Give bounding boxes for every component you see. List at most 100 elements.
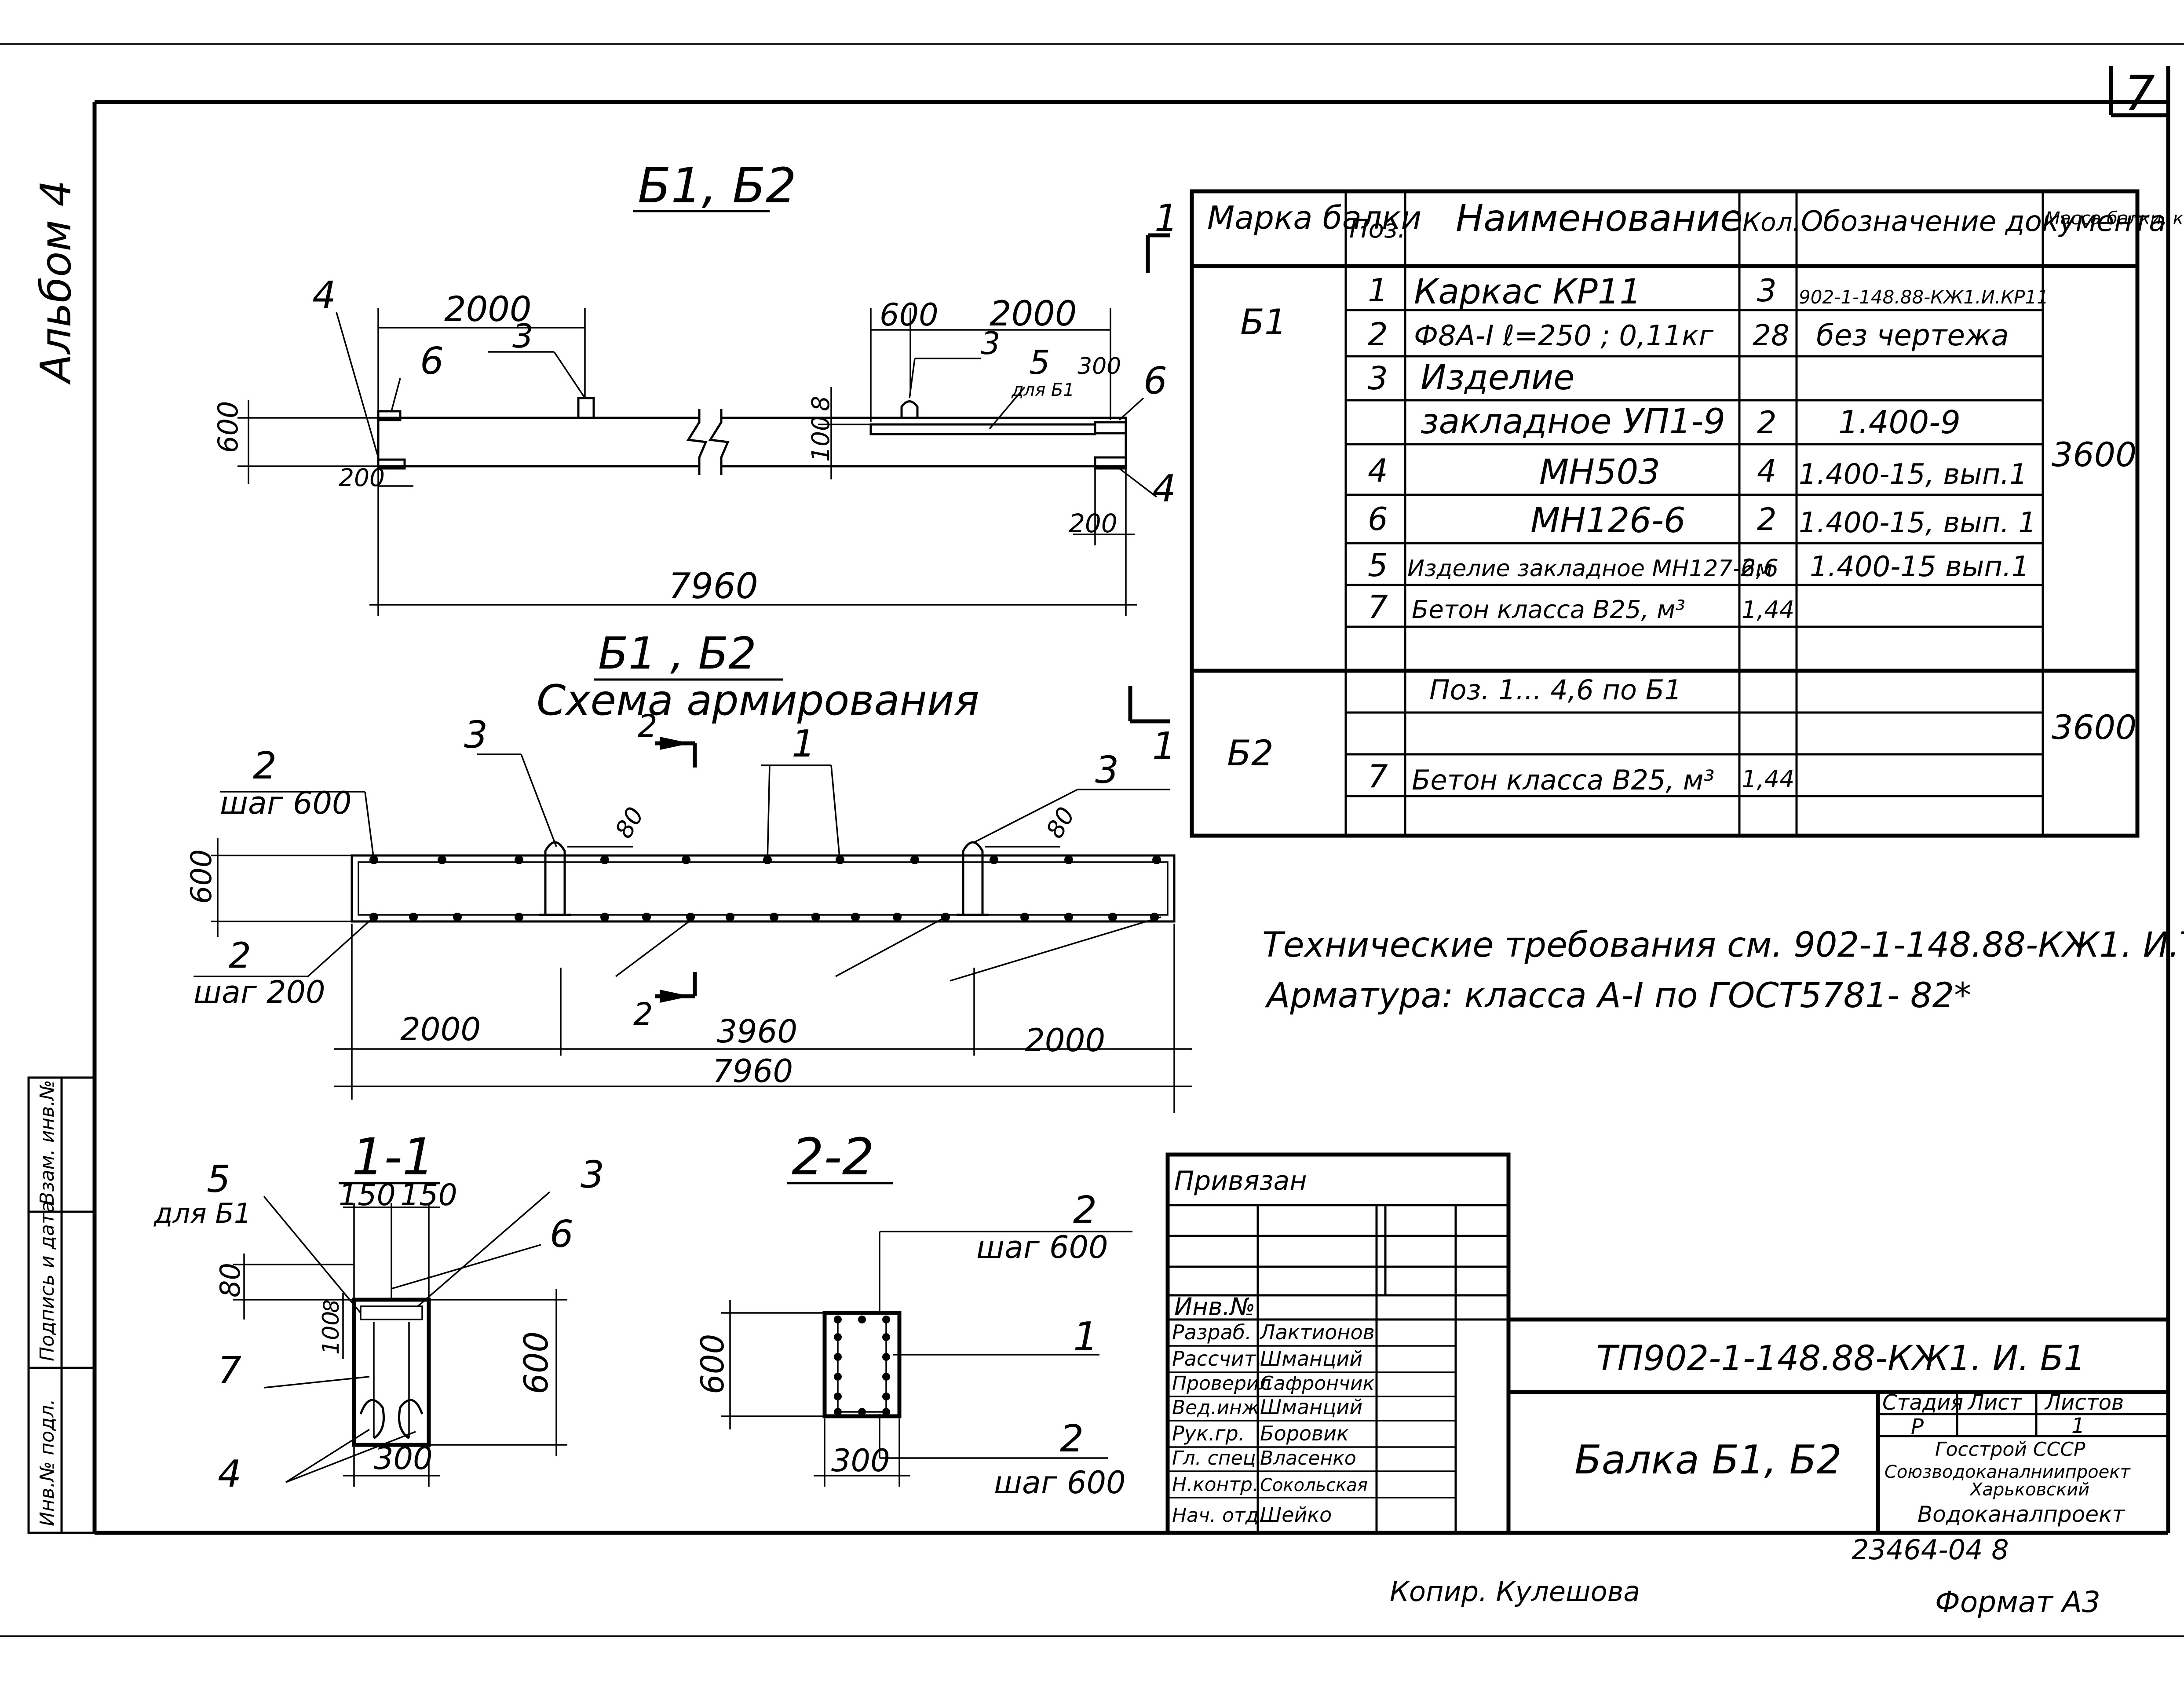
s22-dim-600: 600: [694, 1334, 731, 1394]
elev-callout-4b: 4: [1152, 467, 1176, 511]
elev-callout-3b: 3: [981, 325, 1001, 362]
tb-name-4: Шманций: [1260, 1395, 1362, 1419]
spec-row10-qty: 1,44: [1742, 765, 1794, 793]
spec-row2-doc: без чертежа: [1816, 318, 2009, 352]
s11-label-5-note: для Б1: [153, 1197, 251, 1229]
tb-role-3: Проверил: [1172, 1372, 1271, 1395]
reinforcement-view: Б1 , Б2 Схема армирования: [194, 628, 1192, 1113]
s22-label-2-top-step: шаг 600: [976, 1229, 1108, 1265]
tb-role-7: Н.контр.: [1172, 1473, 1259, 1496]
reinf-label-3-right: 3: [1095, 749, 1119, 792]
tb-org-3: Харьковский: [1969, 1480, 2089, 1500]
reinf-label-2-top: 2: [253, 744, 277, 788]
elevation-view: Б1, Б2: [237, 157, 1170, 616]
spec-row8-pos: 7: [1368, 588, 1388, 625]
s22-label-1: 1: [1073, 1314, 1098, 1360]
side-stamp: [27, 1076, 96, 1534]
tb-role-2: Рассчит.: [1172, 1347, 1262, 1371]
s11-label-5: 5: [207, 1158, 230, 1201]
spec-row7-doc: 1.400-15 вып.1: [1810, 551, 2029, 583]
spec-row7-name: Изделие закладное МН127-6м: [1407, 556, 1773, 582]
tb-drawing-name: Балка Б1, Б2: [1574, 1437, 1842, 1483]
tb-name-1: Лактионов: [1259, 1320, 1375, 1344]
spec-mass-b1: 3600: [2052, 435, 2137, 474]
reinf-dim-80-a: 80: [610, 802, 649, 843]
spec-row9-name: Поз. 1... 4,6 по Б1: [1429, 674, 1682, 706]
spec-mark-b1: Б1: [1240, 302, 1287, 343]
elev-callout-3a: 3: [512, 317, 533, 355]
spec-table-grid: [1190, 189, 2140, 838]
s11-label-4: 4: [218, 1452, 241, 1496]
spec-row7-pos: 5: [1368, 547, 1388, 584]
tb-role-5: Рук.гр.: [1172, 1422, 1245, 1445]
elev-dim-end: 200: [339, 464, 385, 492]
tb-role-1: Разраб.: [1172, 1320, 1252, 1344]
s22-label-2-bottom: 2: [1060, 1417, 1084, 1461]
reinf-title-2: Схема армирования: [537, 676, 979, 725]
spec-row5-name: МН503: [1539, 453, 1660, 492]
s22-label-2-bottom-step: шаг 600: [994, 1465, 1126, 1501]
spec-row10-pos: 7: [1368, 758, 1388, 795]
elev-callout-6b: 6: [1143, 359, 1167, 403]
spec-row1-qty: 3: [1757, 273, 1777, 309]
spec-row5-doc: 1.400-15, вып.1: [1799, 458, 2027, 491]
spec-row4-name: закладное УП1-9: [1421, 402, 1725, 442]
s11-dim-100: 100: [318, 1311, 344, 1355]
tb-org-1: Госстрой СССР: [1935, 1438, 2085, 1461]
reinf-dim-left: 2000: [400, 1011, 481, 1048]
spec-row2-pos: 2: [1368, 316, 1388, 353]
spec-row6-qty: 2: [1757, 501, 1777, 537]
spec-header-name: Наименование: [1456, 197, 1743, 240]
reinf-label-1: 1: [792, 722, 815, 766]
tb-org-2: Союзводоканалниипроект: [1885, 1462, 2131, 1482]
reinf-label-2-bottom: 2: [229, 935, 251, 976]
elev-dim-8: 8: [807, 396, 835, 411]
spec-row8-qty: 1,44: [1742, 596, 1794, 624]
s11-dim-150b: 150: [400, 1178, 457, 1213]
s11-label-6: 6: [550, 1213, 573, 1256]
s11-dim-8: 8: [319, 1299, 344, 1313]
s11-dim-80: 80: [214, 1263, 246, 1298]
section-11-title: 1-1: [352, 1128, 435, 1187]
elev-dim-100: 100: [807, 416, 835, 462]
spec-row7-qty: 2,6: [1741, 554, 1779, 582]
elev-callout-4a: 4: [312, 274, 336, 317]
note-tech-requirements: Технические требования см. 902-1-148.88-…: [1262, 925, 2184, 965]
elev-section-mark: 1: [1154, 197, 1178, 240]
side-stamp-replace: Взам. инв.№: [36, 1080, 58, 1205]
tb-name-7: Сокольская: [1260, 1475, 1368, 1495]
reinf-label-2-top-step: шаг 600: [220, 785, 352, 821]
s11-label-7: 7: [218, 1349, 241, 1393]
reinf-dim-80-b: 80: [1041, 802, 1080, 843]
reinf-label-2-bottom-step: шаг 200: [194, 974, 325, 1010]
spec-row5-pos: 4: [1368, 452, 1388, 489]
spec-row6-name: МН126-6: [1530, 501, 1686, 541]
tb-role-4: Вед.инж.: [1172, 1396, 1266, 1419]
spec-row8-name: Бетон класса В25, м³: [1412, 596, 1685, 624]
spec-mark-b2: Б2: [1227, 733, 1274, 774]
tb-sheet: 1: [2071, 1414, 2085, 1438]
spec-row4-qty: 2: [1757, 405, 1777, 441]
spec-row4-doc: 1.400-9: [1838, 404, 1961, 441]
reinf-dim-height: 600: [185, 849, 218, 904]
reinf-title-1: Б1 , Б2: [598, 628, 756, 679]
title-bound: Привязан: [1174, 1166, 1307, 1196]
spec-row3-name: Изделие: [1421, 358, 1574, 398]
side-stamp-inv: Инв.№ подл.: [36, 1399, 58, 1526]
side-stamp-sign: Подпись и дата: [36, 1201, 58, 1361]
elev-callout-5: 5: [1029, 343, 1050, 382]
elev-dim-300: 300: [1077, 353, 1121, 380]
spec-header-pos: Поз.: [1349, 214, 1406, 244]
elev-dim-right-gap: 600: [880, 297, 939, 333]
tb-name-6: Власенко: [1260, 1447, 1356, 1469]
reinf-dim-right: 2000: [1025, 1022, 1105, 1059]
spec-header-mass: Масса балки, кг: [2045, 208, 2184, 229]
tb-name-2: Шманций: [1260, 1347, 1362, 1371]
spec-header-doc: Обозначение документа: [1801, 205, 2166, 238]
spec-row5-qty: 4: [1757, 453, 1777, 489]
section-1-1: 1-1: [233, 1128, 567, 1487]
s22-dim-300: 300: [831, 1443, 890, 1479]
spec-mass-b2: 3600: [2052, 708, 2137, 747]
spec-row3-pos: 3: [1368, 360, 1388, 397]
